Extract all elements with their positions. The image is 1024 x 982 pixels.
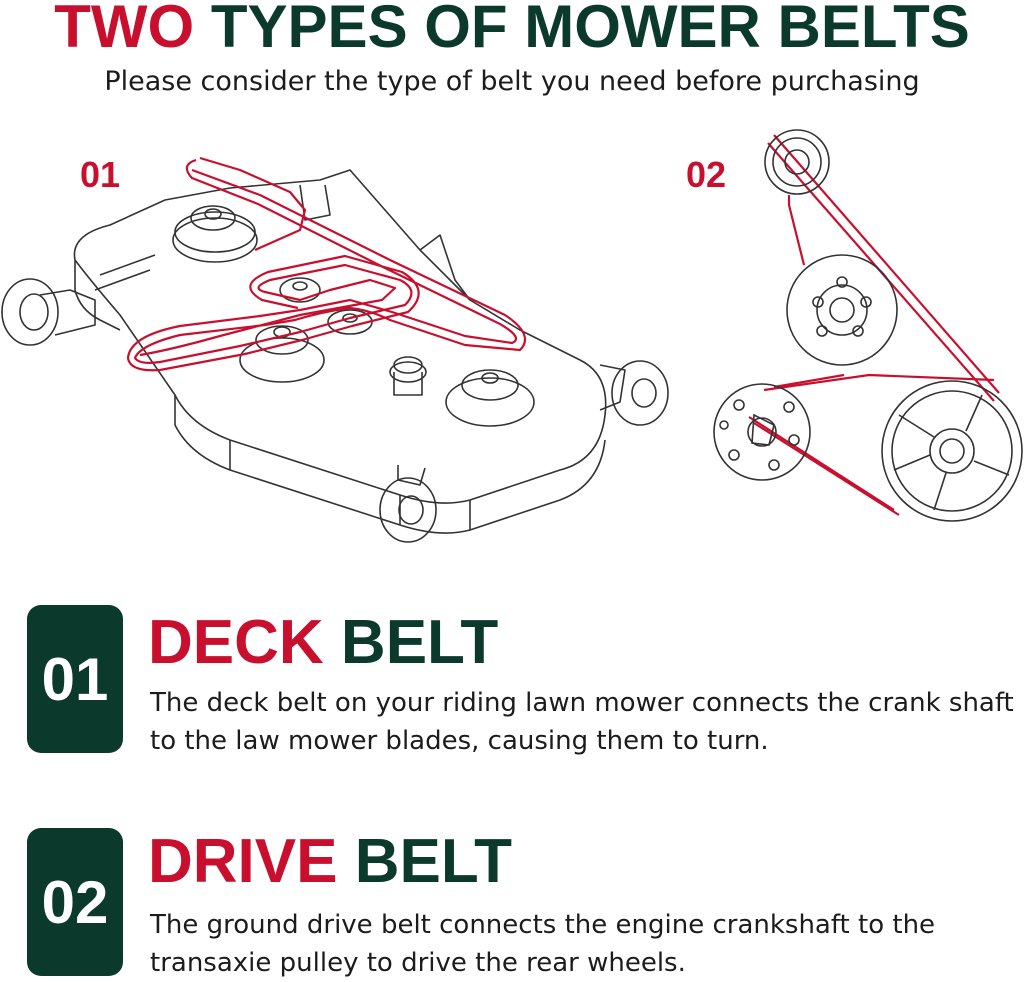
drive-pulley-top (764, 129, 830, 195)
deck-pulley-right (445, 369, 535, 427)
page-title: TWO TYPES OF MOWER BELTS (0, 0, 1024, 62)
deck-belt (126, 156, 527, 372)
heading-drive-red: DRIVE (148, 827, 338, 896)
drive-pulley-transaxle (881, 380, 1023, 522)
deck-pulley-top-left (172, 205, 258, 263)
deck-wheel-left (1, 278, 59, 346)
deck-diagram-number: 01 (80, 154, 121, 195)
section-heading-deck: DECK BELT (148, 611, 498, 675)
title-part-green: TYPES OF MOWER BELTS (210, 0, 970, 60)
drive-diagram-number: 02 (686, 154, 727, 195)
section-heading-drive: DRIVE BELT (148, 830, 512, 894)
deck-wheel-right (611, 360, 669, 426)
section-description-deck: The deck belt on your riding lawn mower … (150, 688, 1014, 756)
heading-drive-green: BELT (354, 827, 512, 896)
heading-deck-red: DECK (148, 608, 324, 677)
section-badge-deck: 01 (27, 605, 123, 753)
deck-belt-diagram (1, 156, 669, 543)
deck-pulley-center (239, 325, 325, 383)
drive-belt (748, 134, 1000, 516)
page-subtitle: Please consider the type of belt you nee… (104, 66, 920, 97)
section-badge-drive: 02 (27, 828, 123, 976)
drive-pulley-clutch (713, 383, 811, 481)
deck-wheel-bottom (379, 477, 437, 543)
deck-pulley-idler (279, 277, 321, 303)
drive-belt-diagram (713, 129, 1023, 522)
title-part-red: TWO (54, 0, 195, 60)
heading-deck-green: BELT (340, 608, 499, 677)
deck-shell (73, 169, 607, 504)
drive-pulley-idler (786, 254, 898, 366)
deck-pulley-small (389, 356, 427, 396)
section-description-drive: The ground drive belt connects the engin… (150, 910, 936, 978)
